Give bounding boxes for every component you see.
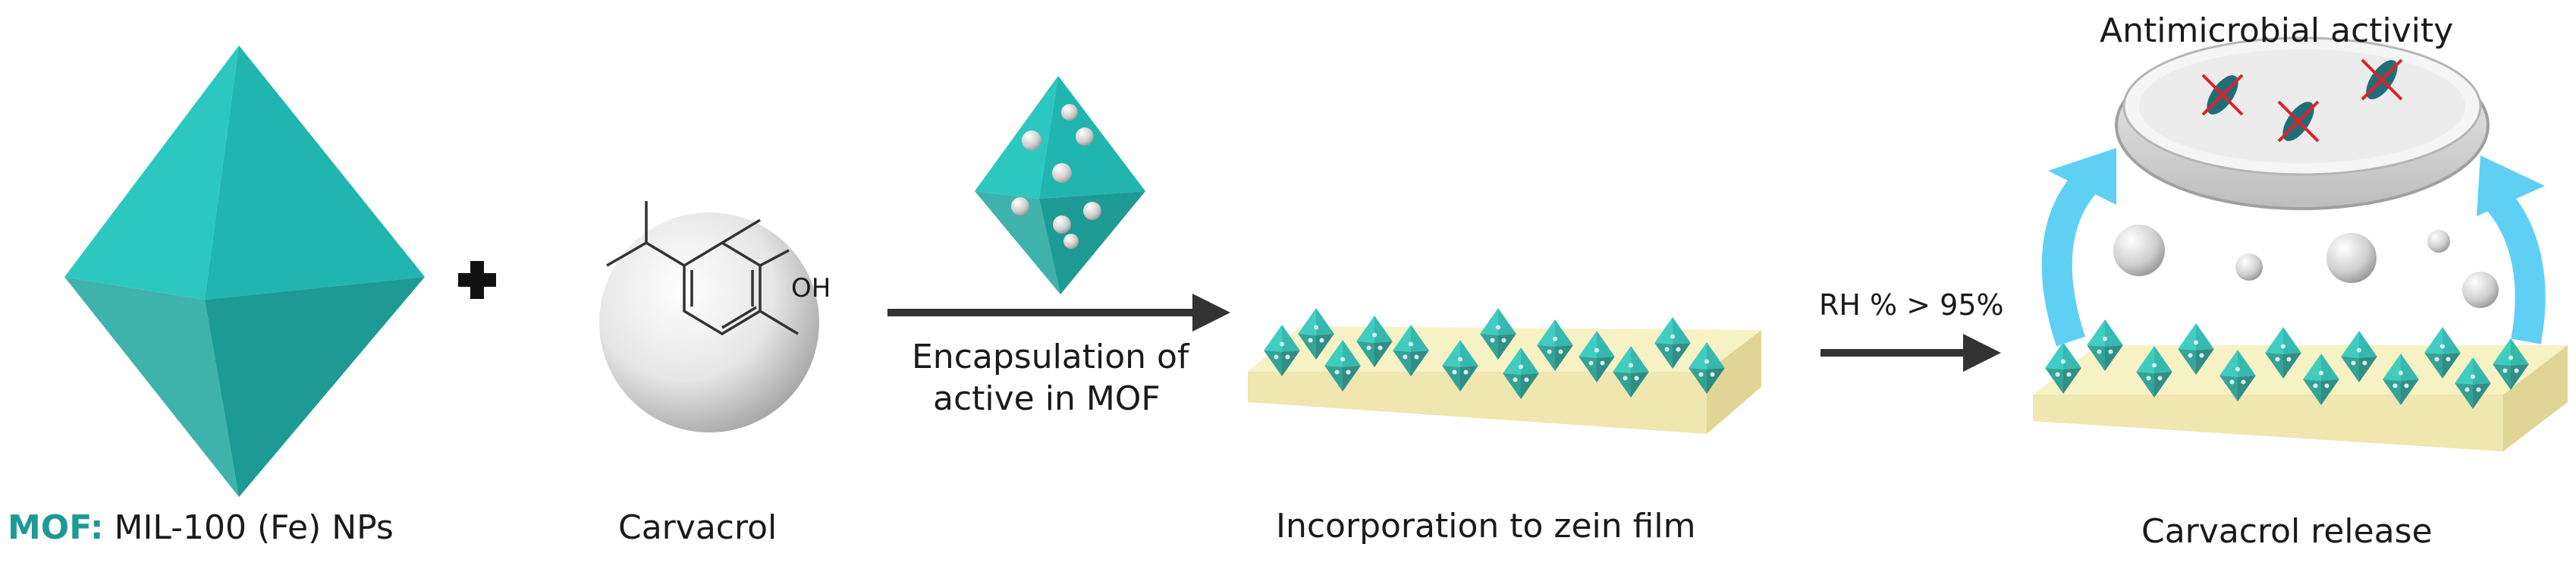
curved-arrow-up-icon: [2041, 148, 2546, 347]
bacteria-icon: [2277, 100, 2320, 143]
carvacrol-label: Carvacrol: [618, 508, 778, 547]
mof-label: MOF: MIL-100 (Fe) NPs: [8, 508, 394, 547]
carvacrol-molecule-icon: [599, 201, 819, 432]
film-mof-particles: [2045, 319, 2529, 409]
bacteria-icon: [2361, 58, 2403, 101]
release-label: Carvacrol release: [2141, 512, 2433, 551]
incorporation-label: Incorporation to zein film: [1276, 507, 1696, 546]
bacteria-group: [2201, 58, 2403, 143]
antimicrobial-label: Antimicrobial activity: [2100, 11, 2454, 50]
encapsulation-line2: active in MOF: [933, 379, 1161, 418]
mof-name-label: MIL-100 (Fe) NPs: [114, 508, 394, 547]
mof-octahedron-icon: [64, 46, 425, 497]
film-mof-particles: [1264, 308, 1725, 399]
mof-key-label: MOF:: [8, 508, 104, 547]
rh-condition-label: RH % > 95%: [1819, 288, 2004, 322]
bacteria-icon: [2201, 74, 2244, 116]
encapsulation-line1: Encapsulation of: [912, 338, 1189, 376]
loaded-mof-icon: [975, 76, 1145, 294]
carvacrol-oh-label: OH: [791, 273, 831, 303]
plus-icon: [458, 261, 496, 299]
zein-film-release-icon: [2033, 345, 2568, 451]
